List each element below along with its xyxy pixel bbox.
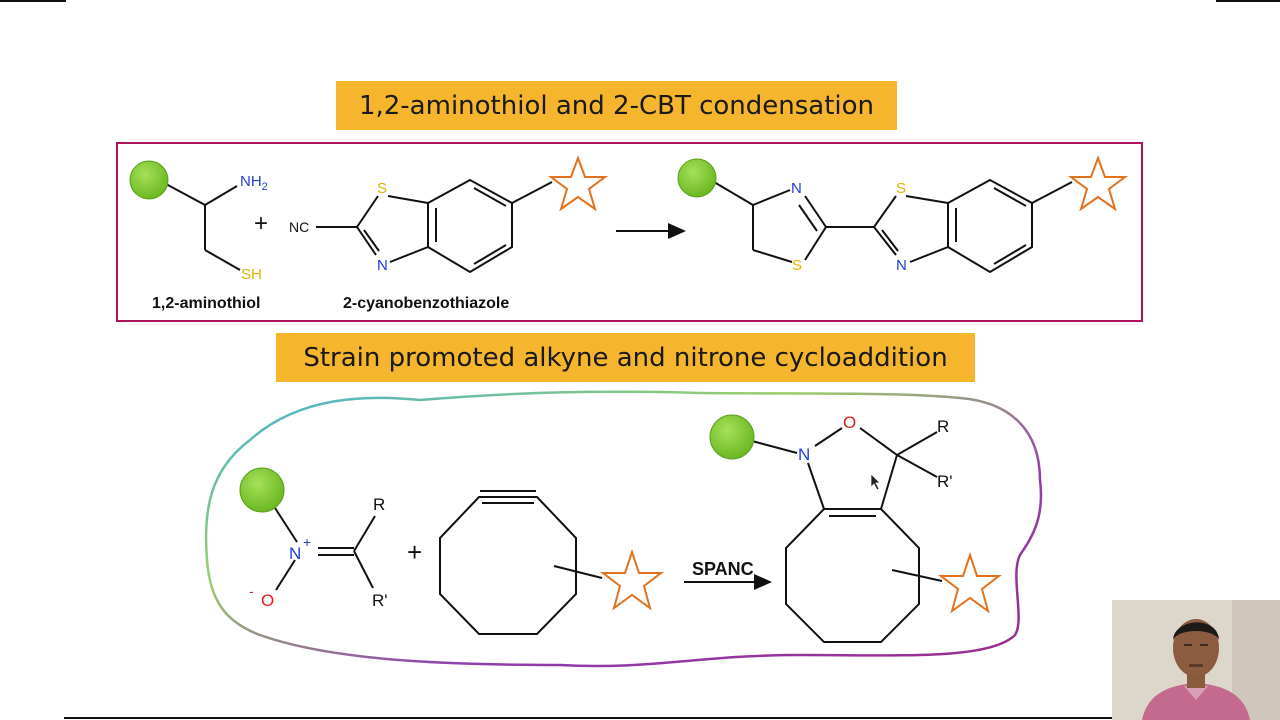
aminothiol-label: 1,2-aminothiol [152,295,260,312]
slide-edge-line-left [0,0,66,2]
product-r: R [937,417,949,436]
green-sphere [709,414,755,460]
cbt-nitrogen: N [377,257,388,274]
green-sphere [677,158,717,198]
star-icon [1068,155,1128,212]
sh-group: SH [241,266,262,283]
plus-sign: + [254,210,268,237]
slide-bottom-edge-line [64,717,1114,719]
product-r-prime: R' [937,472,953,491]
product-benzothiazole-nitrogen: N [896,257,907,274]
slide-edge-line-right [1216,0,1280,2]
cbt-sulfur: S [377,180,387,197]
positive-charge: + [303,534,311,550]
presenter-image [1112,600,1280,720]
reaction2-outline [204,390,1043,668]
cyclooctyne-structure [439,490,603,635]
negative-charge: - [249,583,254,599]
section2-title: Strain promoted alkyne and nitrone cyclo… [276,333,975,382]
product-thiazoline-nitrogen: N [791,180,802,197]
reaction1-product-structure [713,178,1073,274]
cbt-label: 2-cyanobenzothiazole [343,295,509,312]
product-thiazoline-sulfur: S [792,257,802,274]
green-sphere [239,467,285,513]
presenter-webcam [1112,600,1280,720]
mouse-cursor-icon [870,473,881,491]
nitrone-oxygen: O [261,591,274,610]
reaction1-box [116,142,1143,322]
plus-sign: + [407,537,422,567]
isoxazoline-product-structure [751,427,943,643]
star-icon [938,551,1002,614]
green-sphere [129,160,169,200]
nitrone-nitrogen: N [289,544,301,563]
spanc-label: SPANC [692,559,754,579]
nc-group: NC [289,219,309,235]
aminothiol-structure [165,183,241,271]
star-icon [600,548,664,611]
product-oxygen: O [843,413,856,432]
cbt-structure [316,178,553,274]
star-icon [548,155,608,212]
product-nitrogen: N [798,445,810,464]
nitrone-r-prime: R' [372,591,388,610]
nh2-group: NH2 [240,173,268,193]
nitrone-structure [274,507,376,591]
product-benzothiazole-sulfur: S [896,180,906,197]
nitrone-r: R [373,495,385,514]
section1-title: 1,2-aminothiol and 2-CBT condensation [336,81,897,130]
